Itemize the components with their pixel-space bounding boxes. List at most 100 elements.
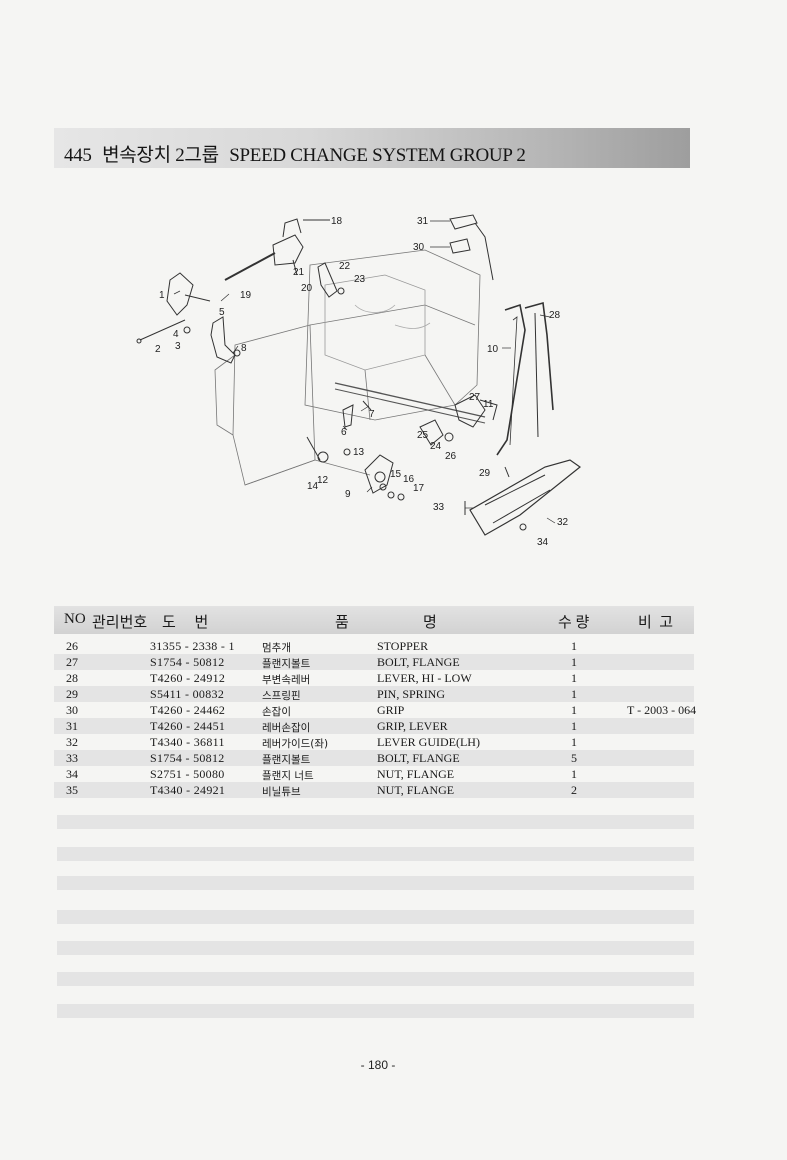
row-name-en: GRIP, LEVER [377, 719, 448, 733]
row-qty: 1 [571, 703, 577, 717]
row-qty: 1 [571, 639, 577, 653]
title-band [54, 128, 690, 168]
table-row: 33 S1754 - 50812 플랜지볼트 BOLT, FLANGE 5 [54, 750, 694, 766]
page-title: 445 변속장치 2그룹 SPEED CHANGE SYSTEM GROUP 2 [64, 140, 532, 167]
row-code: T4340 - 36811 [150, 735, 225, 749]
row-no: 35 [66, 783, 78, 797]
row-name-en: NUT, FLANGE [377, 783, 455, 797]
row-code: S1754 - 50812 [150, 655, 225, 669]
row-code: T4340 - 24921 [150, 783, 226, 797]
callout-29: 29 [479, 468, 491, 479]
callout-16: 16 [403, 474, 415, 485]
row-code: T4260 - 24912 [150, 671, 226, 685]
table-row: 26 31355 - 2338 - 1 멈추개 STOPPER 1 [54, 638, 694, 654]
callout-2: 2 [155, 344, 161, 355]
row-name-en: BOLT, FLANGE [377, 751, 460, 765]
empty-row-stripe [57, 1004, 694, 1018]
callout-26: 26 [445, 451, 457, 462]
row-qty: 1 [571, 687, 577, 701]
header-name-b: 명 [423, 615, 437, 631]
callout-3: 3 [175, 341, 181, 352]
callout-25: 25 [417, 430, 429, 441]
callout-21: 21 [293, 267, 305, 278]
header-qty: 수 량 [558, 615, 590, 631]
row-no: 30 [66, 703, 78, 717]
row-name-kr: 부변속레버 [262, 674, 311, 686]
row-qty: 1 [571, 767, 577, 781]
callout-18: 18 [331, 216, 343, 227]
callout-15: 15 [390, 469, 402, 480]
empty-row-stripe [57, 941, 694, 955]
table-row: 27 S1754 - 50812 플랜지볼트 BOLT, FLANGE 1 [54, 654, 694, 670]
callout-24: 24 [430, 441, 442, 452]
table-header-band [54, 606, 694, 634]
row-code: T4260 - 24462 [150, 703, 226, 717]
header-no: NO [64, 611, 86, 627]
callout-1: 1 [159, 290, 165, 301]
row-name-kr: 레버가이드(좌) [262, 738, 329, 750]
row-name-kr: 플랜지볼트 [262, 658, 311, 670]
header-drawing-no: 도 번 [162, 615, 209, 631]
empty-row-stripe [57, 910, 694, 924]
section-number: 445 [64, 145, 92, 166]
callout-31: 31 [417, 216, 429, 227]
exploded-parts-diagram: 1 2 3 4 5 6 7 8 9 10 11 12 13 14 15 16 1… [125, 205, 585, 550]
callout-33: 33 [433, 502, 445, 513]
callout-9: 9 [345, 489, 351, 500]
row-name-en: NUT, FLANGE [377, 767, 455, 781]
header-remarks: 비 고 [638, 615, 674, 631]
row-no: 32 [66, 735, 78, 749]
row-qty: 1 [571, 735, 577, 749]
table-row: 32 T4340 - 36811 레버가이드(좌) LEVER GUIDE(LH… [54, 734, 694, 750]
row-name-kr: 레버손잡이 [262, 722, 311, 734]
row-name-en: LEVER, HI - LOW [377, 671, 472, 685]
callout-34: 34 [537, 537, 549, 548]
callout-17: 17 [413, 483, 425, 494]
table-row: 30 T4260 - 24462 손잡이 GRIP 1 T - 2003 - 0… [54, 702, 696, 718]
row-qty: 1 [571, 671, 577, 685]
diagram-svg: 1 2 3 4 5 6 7 8 9 10 11 12 13 14 15 16 1… [136, 214, 582, 548]
callout-10: 10 [487, 344, 499, 355]
row-no: 31 [66, 719, 78, 733]
row-name-kr: 스프링핀 [262, 690, 301, 702]
row-no: 28 [66, 671, 78, 685]
callout-4: 4 [173, 329, 179, 340]
callout-30: 30 [413, 242, 425, 253]
table-row: 34 S2751 - 50080 플랜지 너트 NUT, FLANGE 1 [54, 766, 694, 782]
row-qty: 1 [571, 655, 577, 669]
row-qty: 2 [571, 783, 577, 797]
row-no: 26 [66, 639, 78, 653]
title-korean: 변속장치 2그룹 [102, 145, 219, 166]
row-name-kr: 손잡이 [262, 706, 291, 718]
header-name-a: 품 [335, 615, 349, 631]
title-english: SPEED CHANGE SYSTEM GROUP 2 [229, 145, 526, 166]
empty-row-stripe [57, 972, 694, 986]
callout-28: 28 [549, 310, 561, 321]
table-row: 28 T4260 - 24912 부변속레버 LEVER, HI - LOW 1 [54, 670, 694, 686]
row-name-en: STOPPER [377, 639, 429, 653]
empty-row-stripe [57, 815, 694, 829]
row-name-en: BOLT, FLANGE [377, 655, 460, 669]
header-mgmt-no: 관리번호 [92, 615, 148, 631]
callout-11: 11 [483, 399, 494, 410]
row-code: S5411 - 00832 [150, 687, 225, 701]
row-code: T4260 - 24451 [150, 719, 226, 733]
row-name-kr: 플랜지볼트 [262, 754, 311, 766]
diagram-callouts: 1 2 3 4 5 6 7 8 9 10 11 12 13 14 15 16 1… [155, 216, 569, 548]
callout-32: 32 [557, 517, 569, 528]
callout-23: 23 [354, 274, 366, 285]
empty-row-stripe [57, 847, 694, 861]
row-qty: 1 [571, 719, 577, 733]
row-name-kr: 멈추개 [262, 642, 291, 654]
row-name-kr: 플랜지 너트 [262, 770, 314, 782]
row-no: 33 [66, 751, 78, 765]
callout-6: 6 [341, 427, 347, 438]
callout-22: 22 [339, 261, 351, 272]
callout-14: 14 [307, 481, 319, 492]
row-name-en: LEVER GUIDE(LH) [377, 735, 480, 749]
callout-20: 20 [301, 283, 313, 294]
row-no: 29 [66, 687, 78, 701]
page-number: - 180 - [360, 1058, 396, 1072]
callout-13: 13 [353, 447, 365, 458]
